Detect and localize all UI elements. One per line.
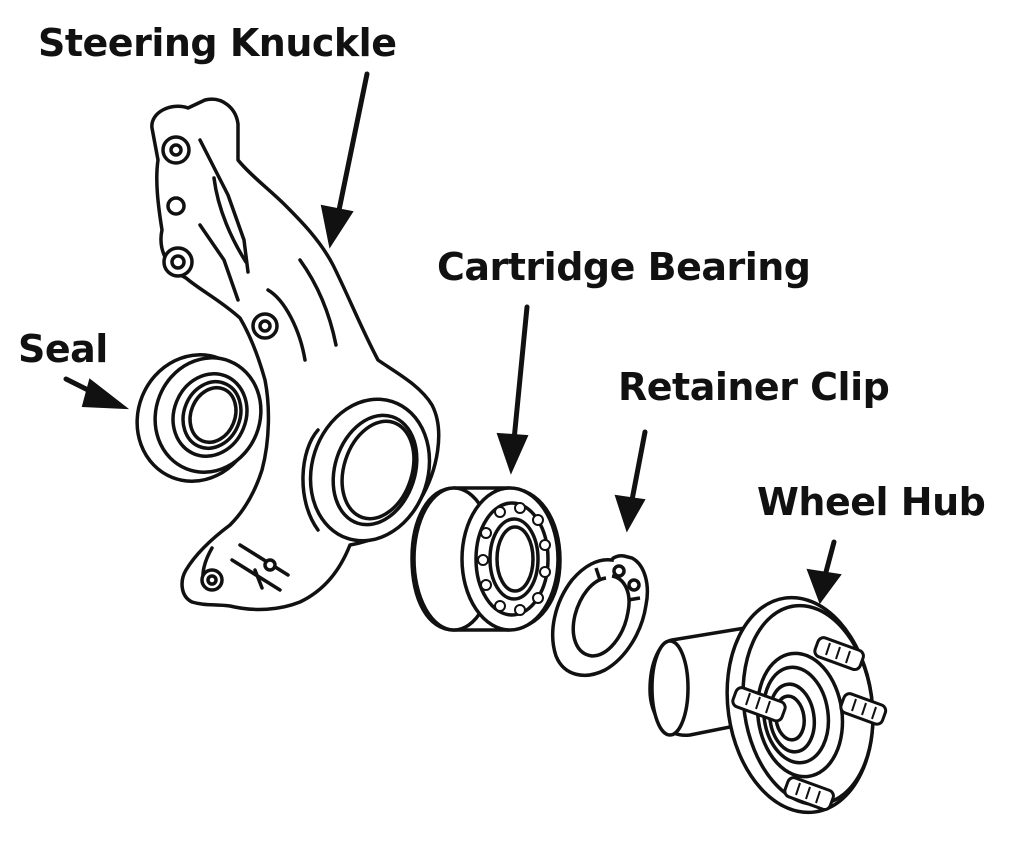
- label-seal: Seal: [18, 327, 108, 371]
- label-cartridge-bearing: Cartridge Bearing: [437, 245, 811, 289]
- seal-drawing: [135, 353, 263, 483]
- arrow-steering-knuckle: [320, 71, 370, 249]
- label-retainer-clip: Retainer Clip: [618, 365, 890, 409]
- arrow-seal: [63, 376, 130, 410]
- arrow-cartridge-bearing: [496, 304, 530, 475]
- label-steering-knuckle: Steering Knuckle: [38, 21, 397, 65]
- wheel-hub-drawing: [648, 595, 888, 815]
- retainer-clip-drawing: [550, 554, 650, 678]
- pointer-arrows: [63, 71, 842, 605]
- cartridge-bearing-drawing: [410, 486, 562, 632]
- label-wheel-hub: Wheel Hub: [757, 480, 986, 524]
- steering-knuckle-drawing: [150, 97, 441, 612]
- arrow-wheel-hub: [806, 539, 842, 605]
- arrow-retainer-clip: [614, 429, 648, 533]
